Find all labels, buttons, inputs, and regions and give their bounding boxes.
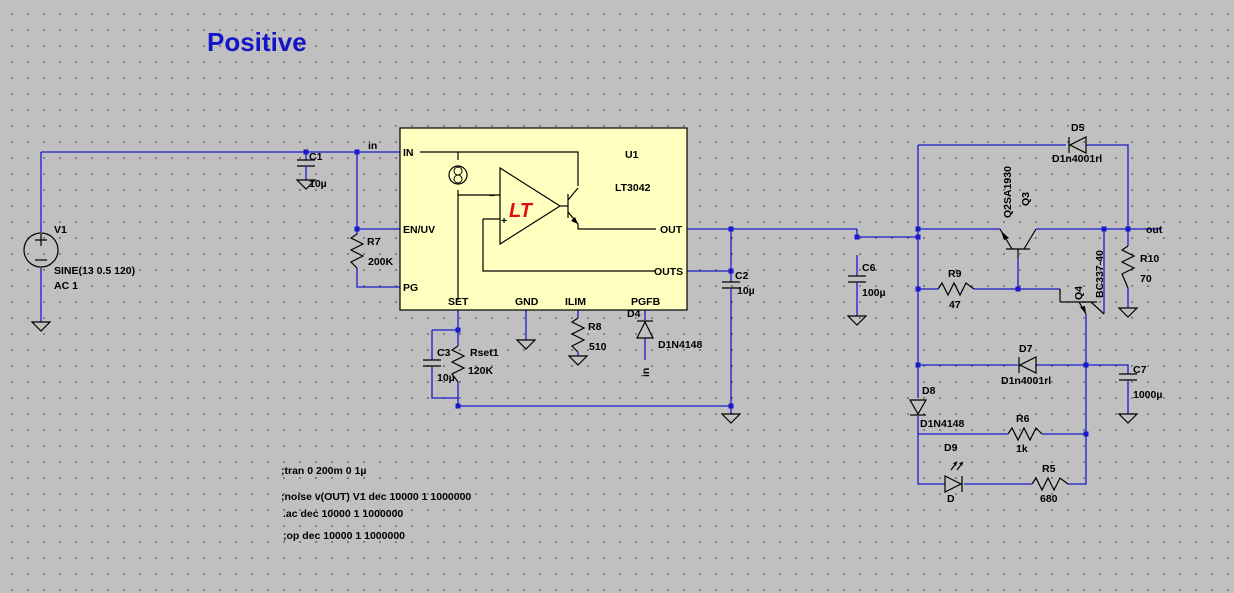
svg-text:+: + (501, 215, 507, 227)
resistor-r6[interactable]: R6 1k (1007, 413, 1043, 455)
directive-op: ;op dec 10000 1 1000000 (283, 530, 405, 542)
q3-value: Q2SA1930 (1002, 166, 1014, 218)
r7-ref: R7 (367, 236, 381, 248)
r9-ref: R9 (948, 268, 962, 280)
net-label-in: in (368, 140, 377, 152)
pin-en-label: EN/UV (403, 224, 435, 236)
c2-value: 10µ (737, 285, 755, 297)
led-d9[interactable]: D9 D (944, 442, 964, 505)
pin-out-label: OUT (660, 224, 683, 236)
r10-ref: R10 (1140, 253, 1159, 265)
r8-ref: R8 (588, 321, 602, 333)
resistor-r7[interactable]: R7 200K (349, 233, 394, 269)
source-v1[interactable]: V1 SINE(13 0.5 120) AC 1 (23, 224, 135, 292)
r5-value: 680 (1040, 493, 1058, 505)
c7-ref: C7 (1133, 364, 1147, 376)
transistor-q4[interactable]: Q4 BC337-40 (1059, 250, 1106, 315)
ground-icon (720, 413, 742, 424)
spice-directives: ;tran 0 200m 0 1µ ;noise v(OUT) V1 dec 1… (281, 465, 471, 542)
c6-value: 100µ (862, 287, 886, 299)
directive-noise: ;noise v(OUT) V1 dec 10000 1 1000000 (281, 491, 471, 503)
resistor-r10[interactable]: R10 70 (1120, 245, 1159, 289)
r6-value: 1k (1016, 443, 1028, 455)
q4-value: BC337-40 (1094, 250, 1106, 298)
resistor-rset1[interactable]: Rset1 120K (450, 345, 499, 383)
pin-gnd-label: GND (515, 296, 539, 308)
rset1-ref: Rset1 (470, 347, 499, 359)
pin-pg-label: PG (403, 282, 418, 294)
ground-icon (515, 339, 537, 350)
ground-icon (1117, 307, 1139, 318)
r9-value: 47 (949, 299, 961, 311)
d7-ref: D7 (1019, 343, 1033, 355)
q4-ref: Q4 (1073, 286, 1085, 300)
d9-value: D (947, 493, 955, 505)
q3-ref: Q3 (1020, 192, 1032, 206)
net-label-out: out (1146, 224, 1163, 236)
v1-extra: AC 1 (54, 280, 78, 292)
d5-ref: D5 (1071, 122, 1085, 134)
capacitor-c6[interactable]: C6 100µ (848, 262, 886, 299)
capacitor-c2[interactable]: C2 10µ (722, 270, 755, 298)
ground-icon (295, 179, 317, 190)
ic-part-label: LT3042 (615, 182, 651, 194)
pin-ilim-label: ILIM (565, 296, 586, 308)
ground-icon (1117, 413, 1139, 424)
d7-value: D1n4001rl (1001, 375, 1051, 387)
resistor-r8[interactable]: R8 510 (570, 317, 607, 356)
c6-ref: C6 (862, 262, 876, 274)
directive-tran: ;tran 0 200m 0 1µ (281, 465, 366, 477)
r7-value: 200K (368, 256, 394, 268)
pin-set-label: SET (448, 296, 469, 308)
d8-ref: D8 (922, 385, 936, 397)
ic-ref-label: U1 (625, 149, 639, 161)
ic-body (399, 127, 688, 311)
d5-value: D1n4001rl (1052, 153, 1102, 165)
lt-logo-icon: LT (509, 200, 534, 222)
junctions (303, 149, 1131, 437)
resistor-r5[interactable]: R5 680 (1031, 463, 1069, 505)
d4-value: D1N4148 (658, 339, 703, 351)
d8-value: D1N4148 (920, 418, 965, 430)
r6-ref: R6 (1016, 413, 1030, 425)
capacitor-c3[interactable]: C3 10µ (423, 347, 455, 384)
voltage-source-icon (23, 232, 59, 268)
v1-value: SINE(13 0.5 120) (54, 265, 135, 277)
c1-ref: C1 (309, 151, 323, 163)
rset1-value: 120K (468, 365, 494, 377)
transistor-q3[interactable]: Q2SA1930 Q3 (999, 166, 1037, 258)
c7-value: 1000µ (1133, 389, 1162, 401)
r10-value: 70 (1140, 273, 1152, 285)
resistor-r9[interactable]: R9 47 (937, 268, 975, 311)
ground-symbols (30, 179, 1139, 424)
svg-text:−: − (489, 190, 495, 202)
ic-lt3042[interactable]: − + LT IN EN/UV PG SET GND ILIM PGFB OUT… (399, 127, 688, 311)
c3-ref: C3 (437, 347, 451, 359)
capacitor-c7[interactable]: C7 1000µ (1119, 364, 1162, 401)
wires (40, 144, 1160, 485)
diode-d7[interactable]: D7 D1n4001rl (1001, 343, 1051, 387)
schematic-title: Positive (207, 27, 307, 57)
ground-icon (30, 321, 52, 332)
ground-icon (567, 355, 589, 366)
ground-icon (846, 315, 868, 326)
d9-ref: D9 (944, 442, 958, 454)
r8-value: 510 (589, 341, 607, 353)
d4-ref: D4 (627, 308, 641, 320)
pin-pgfb-label: PGFB (631, 296, 661, 308)
c3-value: 10µ (437, 372, 455, 384)
net-label-in-pgfb: in (640, 368, 652, 377)
opamp-triangle (499, 166, 562, 246)
pin-outs-label: OUTS (654, 266, 683, 278)
r5-ref: R5 (1042, 463, 1056, 475)
pin-in-label: IN (403, 147, 414, 159)
v1-ref: V1 (54, 224, 67, 236)
diode-d8[interactable]: D8 D1N4148 (908, 385, 965, 430)
directive-ac: .ac dec 10000 1 1000000 (283, 508, 403, 520)
c2-ref: C2 (735, 270, 749, 282)
diode-d4[interactable]: D4 D1N4148 (627, 308, 703, 351)
diode-d5[interactable]: D5 D1n4001rl (1052, 122, 1102, 165)
current-source-icon (448, 165, 468, 185)
